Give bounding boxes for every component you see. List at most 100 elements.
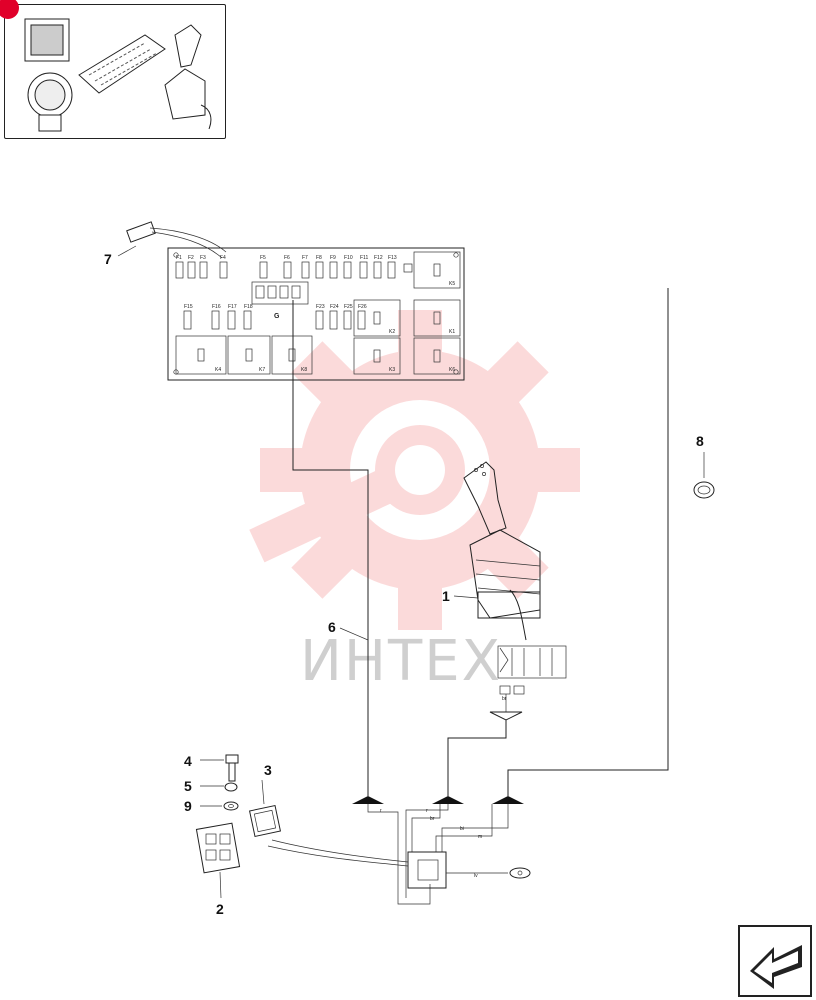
fuse-slot xyxy=(301,261,310,279)
fuse-board: F1 F2 F3 F4 F5 F6 F7 F8 F9 F10 F11 F12 F13 F15 F16 F17… xyxy=(167,247,465,381)
wire-code-label: m xyxy=(478,834,482,840)
callout-9: 9 xyxy=(184,798,192,814)
fuse-slot xyxy=(211,310,220,330)
wire-code-label: br xyxy=(502,696,507,702)
relay-pin xyxy=(373,349,381,363)
fuse-label-top: F7 xyxy=(302,255,308,261)
fuse-label-top: F4 xyxy=(220,255,226,261)
fuse-slot xyxy=(219,261,228,279)
back-nav-button[interactable] xyxy=(738,925,812,997)
joystick xyxy=(453,461,567,721)
fuse-label-top: F3 xyxy=(200,255,206,261)
relay-slot xyxy=(353,299,401,337)
fuse-slot xyxy=(343,310,352,330)
fuse-slot xyxy=(199,261,208,279)
fuse-label-top: F11 xyxy=(360,255,368,261)
wire-code-label: r xyxy=(426,808,428,814)
relay-pin xyxy=(197,348,205,362)
nut xyxy=(200,782,238,792)
relay-socket xyxy=(195,822,241,899)
callout-8: 8 xyxy=(696,433,704,449)
blade-fuse xyxy=(117,221,227,259)
relay-slot xyxy=(353,337,401,375)
relay-slot xyxy=(227,335,271,375)
fuse-label-bottom: F17 xyxy=(228,304,237,310)
wire-code-label: lv xyxy=(474,873,478,879)
fuse-slot xyxy=(175,261,184,279)
fuse-slot xyxy=(329,261,338,279)
fuse-slot xyxy=(315,310,324,330)
relay xyxy=(248,779,282,838)
arrow-left-icon xyxy=(750,945,802,989)
fuse-slot xyxy=(373,261,382,279)
relay-label: K4 xyxy=(215,367,221,373)
assembly-thumbnail[interactable] xyxy=(0,0,226,139)
relay-label: K3 xyxy=(389,367,395,373)
relay-pin xyxy=(288,348,296,362)
fuse-slot xyxy=(357,310,366,330)
callout-7: 7 xyxy=(104,251,112,267)
callout-1: 1 xyxy=(442,588,450,604)
relay-label: K2 xyxy=(389,329,395,335)
fuse-slot xyxy=(243,310,252,330)
marker-dot xyxy=(0,0,19,19)
wire-code-label: bi xyxy=(460,826,464,832)
bolt xyxy=(200,754,239,782)
fuse-slot xyxy=(315,261,324,279)
fuse-label-top: F5 xyxy=(260,255,266,261)
fuse-slot xyxy=(227,310,236,330)
callout-2: 2 xyxy=(216,901,224,917)
fuse-label-top: F9 xyxy=(330,255,336,261)
fuse-slot xyxy=(329,310,338,330)
fuse-label-bottom: F15 xyxy=(184,304,193,310)
wire-code-label: r xyxy=(380,808,382,814)
fuse-slot xyxy=(359,261,368,279)
wire-code-label: br xyxy=(430,816,435,822)
cable-clamp xyxy=(693,452,715,499)
watermark-logo xyxy=(249,310,580,630)
watermark-text: ИНТЕХ xyxy=(300,629,502,694)
relay-pin xyxy=(433,349,441,363)
fuse-label-top: F8 xyxy=(316,255,322,261)
fuse-label-top: F1 xyxy=(176,255,182,261)
fuse-slot xyxy=(387,261,396,279)
fuse-label-bottom: F24 xyxy=(330,304,339,310)
relay-label: K5 xyxy=(449,281,455,287)
fuse-label-top: F13 xyxy=(388,255,397,261)
fuse-label-bottom: F18 xyxy=(244,304,253,310)
callout-3: 3 xyxy=(264,762,272,778)
fuse-label-top: F2 xyxy=(188,255,194,261)
fuse-label-bottom: F23 xyxy=(316,304,325,310)
fuse-label-top: F12 xyxy=(374,255,383,261)
relay-pin xyxy=(245,348,253,362)
relay-label: K6 xyxy=(449,367,455,373)
callout-5: 5 xyxy=(184,778,192,794)
callout-6: 6 xyxy=(328,619,336,635)
fuse-slot xyxy=(187,261,196,279)
relay-slot xyxy=(175,335,227,375)
relay-pin xyxy=(433,263,441,277)
fuse-slot xyxy=(343,261,352,279)
relay-slot xyxy=(413,251,461,289)
relay-label: K7 xyxy=(259,367,265,373)
relay-slot xyxy=(413,337,461,375)
relay-slot xyxy=(271,335,313,375)
fuse-slot xyxy=(259,261,268,279)
relay-label: K8 xyxy=(301,367,307,373)
fuse-slot xyxy=(283,261,292,279)
washer xyxy=(200,801,239,811)
fuse-label-bottom: F26 xyxy=(358,304,367,310)
fuse-label-top: F6 xyxy=(284,255,290,261)
relay-slot xyxy=(413,299,461,337)
thumbnail-illustration xyxy=(24,18,212,132)
relay-pin xyxy=(433,311,441,325)
wiring-harness xyxy=(267,288,669,905)
fuse-label-bottom: F16 xyxy=(212,304,221,310)
fuse-label-bottom: F25 xyxy=(344,304,353,310)
relay-label: K1 xyxy=(449,329,455,335)
fuse-label-top: F10 xyxy=(344,255,353,261)
callout-4: 4 xyxy=(184,753,192,769)
relay-pin xyxy=(373,311,381,325)
connector-label: G xyxy=(274,313,280,320)
